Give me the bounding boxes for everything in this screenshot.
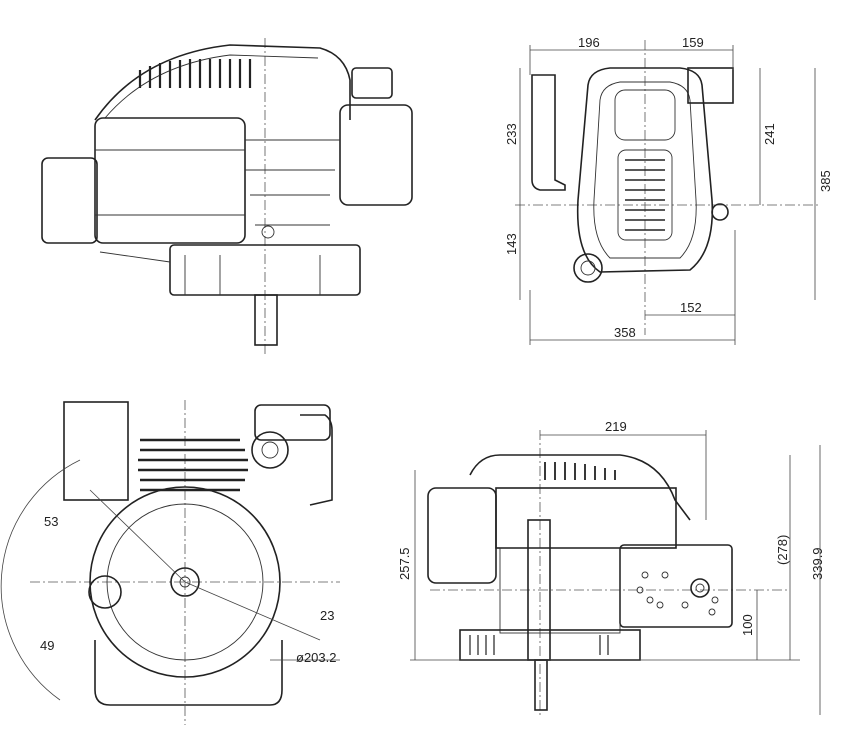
dim-278-ref: (278): [775, 535, 790, 565]
dim-219: 219: [605, 419, 627, 434]
dim-257-5: 257.5: [397, 547, 412, 580]
dim-339-9: 339.9: [810, 547, 825, 580]
dim-49: 49: [40, 638, 54, 653]
engine-bottom-view: 53 49 23 ø203.2: [0, 400, 340, 725]
dim-233: 233: [504, 123, 519, 145]
dim-53: 53: [44, 514, 58, 529]
engine-rear-view: 219 257.5 (278) 339.9 100: [397, 419, 825, 715]
dim-diameter: ø203.2: [296, 650, 336, 665]
dim-23: 23: [320, 608, 334, 623]
engine-front-view: 196 159 233 241 385 143 152 358: [504, 35, 833, 345]
engine-side-view: [41, 38, 413, 355]
cooling-fins: [138, 59, 252, 88]
dim-100: 100: [740, 614, 755, 636]
dim-196: 196: [578, 35, 600, 50]
dim-152: 152: [680, 300, 702, 315]
dim-143: 143: [504, 233, 519, 255]
dim-159: 159: [682, 35, 704, 50]
dim-358: 358: [614, 325, 636, 340]
dim-385: 385: [818, 170, 833, 192]
dim-241: 241: [762, 123, 777, 145]
